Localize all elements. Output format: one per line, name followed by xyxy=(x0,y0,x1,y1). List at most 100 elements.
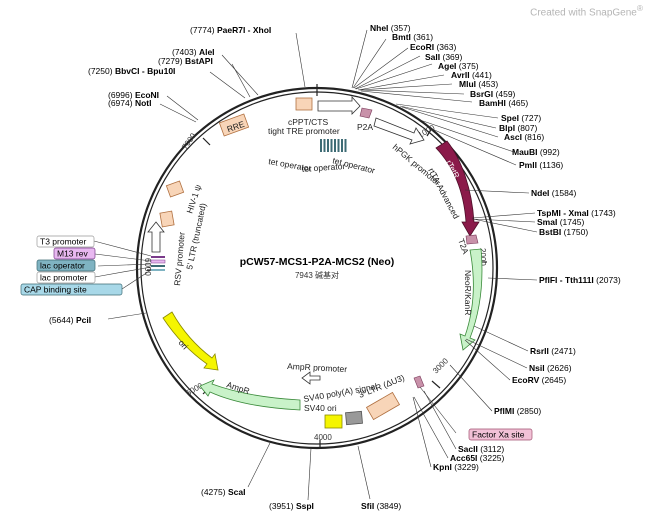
site-pos: (465) xyxy=(508,98,528,108)
site-name: RsrII xyxy=(530,346,549,356)
site-name: BlpI xyxy=(499,123,515,133)
site-pos: (7250) xyxy=(88,66,113,76)
snapgene-watermark: Created with SnapGene® xyxy=(530,3,643,18)
site-name: NdeI xyxy=(531,188,549,198)
site-pos: (3951) xyxy=(269,501,294,511)
site-name: BstAPI xyxy=(185,56,213,66)
site-scai: (4275) ScaI xyxy=(201,487,245,497)
tick-label-4000: 4000 xyxy=(314,433,332,442)
site-pos: (453) xyxy=(478,79,498,89)
site-name: EcoRV xyxy=(512,375,540,385)
site-sali: SalI (369) xyxy=(425,52,463,62)
site-name: AleI xyxy=(199,47,215,57)
factor-xa-tag: Factor Xa site xyxy=(468,428,533,441)
site-agei: AgeI (375) xyxy=(438,61,479,71)
watermark-brand: SnapGene xyxy=(589,7,637,19)
site-acc65i: Acc65I (3225) xyxy=(450,453,505,463)
site-pos: (1743) xyxy=(591,208,616,218)
ampr-promoter-label: AmpR promoter xyxy=(287,361,348,374)
watermark-prefix: Created with xyxy=(530,7,590,19)
site-pos: (3225) xyxy=(480,453,505,463)
site-blpi: BlpI (807) xyxy=(499,123,537,133)
site-pos: (363) xyxy=(436,42,456,52)
factor-xa-marker xyxy=(413,375,425,389)
site-pos: (5644) xyxy=(49,315,74,325)
boxed-leader-lines xyxy=(93,240,152,290)
site-pmli: PmlI (1136) xyxy=(519,160,563,170)
ltr5-box xyxy=(159,210,175,228)
tick-label-2000: 2000 xyxy=(478,248,487,266)
site-pos: (1745) xyxy=(560,217,585,227)
tre-promoter-arrow xyxy=(317,95,361,115)
site-sspi: (3951) SspI xyxy=(269,501,314,511)
p2a-marker xyxy=(359,107,373,119)
site-pflmi: PflMI (2850) xyxy=(494,406,541,416)
tick-label-3000: 3000 xyxy=(431,356,450,375)
cap-site-tag: CAP binding site xyxy=(20,283,123,296)
site-tspmi: TspMI - XmaI (1743) xyxy=(537,208,616,218)
site-pos: (369) xyxy=(443,52,463,62)
plasmid-name: pCW57-MCS1-P2A-MCS2 (Neo) xyxy=(240,256,395,268)
site-pos: (357) xyxy=(391,23,411,33)
p2a-label: P2A xyxy=(357,122,373,132)
site-pos: (1584) xyxy=(552,188,577,198)
rtta-feature xyxy=(435,140,480,237)
site-name: BsrGI xyxy=(470,89,493,99)
site-pos: (459) xyxy=(496,89,516,99)
ltr3-box xyxy=(365,391,401,421)
site-avrii: AvrII (441) xyxy=(451,70,492,80)
t3-label: T3 promoter xyxy=(40,237,86,247)
rsv-promoter-arrow xyxy=(147,221,165,253)
tick-label-6000: 6000 xyxy=(143,258,152,276)
site-pos: (361) xyxy=(413,32,433,42)
site-pos: (6974) xyxy=(108,98,133,108)
site-nhei: NheI (357) xyxy=(370,23,411,33)
site-spei: SpeI (727) xyxy=(501,113,541,123)
lac-operator-label: lac operator xyxy=(40,261,85,271)
site-name: Acc65I xyxy=(450,453,477,463)
site-name: PaeR7I - XhoI xyxy=(217,25,271,35)
site-name: NheI xyxy=(370,23,388,33)
site-nsii: NsiI (2626) xyxy=(529,363,572,373)
site-pos: (2850) xyxy=(517,406,542,416)
site-bbvci: (7250) BbvCI - Bpu10I xyxy=(88,66,175,76)
lac-operator-tag: lac operator xyxy=(36,259,96,272)
site-pos: (1750) xyxy=(564,227,589,237)
site-bsrgi: BsrGI (459) xyxy=(470,89,516,99)
site-name: SfiI xyxy=(361,501,374,511)
site-name: MluI xyxy=(459,79,476,89)
site-pos: (3849) xyxy=(377,501,402,511)
site-name: EcoRI xyxy=(410,42,434,52)
site-smai: SmaI (1745) xyxy=(537,217,584,227)
site-name: BbvCI - Bpu10I xyxy=(115,66,175,76)
site-name: NsiI xyxy=(529,363,545,373)
site-name: AvrII xyxy=(451,70,470,80)
plasmid-size-suffix: 碱基对 xyxy=(315,270,339,280)
hpgk-promoter-arrow xyxy=(373,117,425,145)
site-leader-lines xyxy=(107,29,538,501)
plasmid-size: 7943 碱基对 xyxy=(295,270,339,280)
site-noti: (6974) NotI xyxy=(108,98,151,108)
site-pos: (7279) xyxy=(158,56,183,66)
sv40-ori-label: SV40 ori xyxy=(304,403,337,413)
tre-label: tight TRE promoter xyxy=(268,126,340,136)
site-sfii: SfiI (3849) xyxy=(361,501,401,511)
site-kpni: KpnI (3229) xyxy=(433,462,479,472)
site-pos: (3112) xyxy=(480,444,504,454)
site-pflfi: PflFI - Tth111I (2073) xyxy=(539,275,621,285)
site-asci: AscI (816) xyxy=(504,132,544,142)
sv40-pa-box xyxy=(345,410,363,426)
site-alei: (7403) AleI xyxy=(172,47,215,57)
site-name: BmtI xyxy=(392,32,411,42)
site-name: SpeI xyxy=(501,113,519,123)
site-name: NotI xyxy=(135,98,152,108)
lac-promoter-label: lac promoter xyxy=(40,273,87,283)
site-name: BamHI xyxy=(479,98,506,108)
plasmid-size-number: 7943 xyxy=(295,271,313,280)
site-name: ScaI xyxy=(228,487,246,497)
lac-promoter-tag: lac promoter xyxy=(36,271,96,284)
site-bstapi: (7279) BstAPI xyxy=(158,56,213,66)
site-sacii: SacII (3112) xyxy=(458,444,504,454)
site-pos: (1136) xyxy=(539,160,563,170)
site-name: SalI xyxy=(425,52,440,62)
